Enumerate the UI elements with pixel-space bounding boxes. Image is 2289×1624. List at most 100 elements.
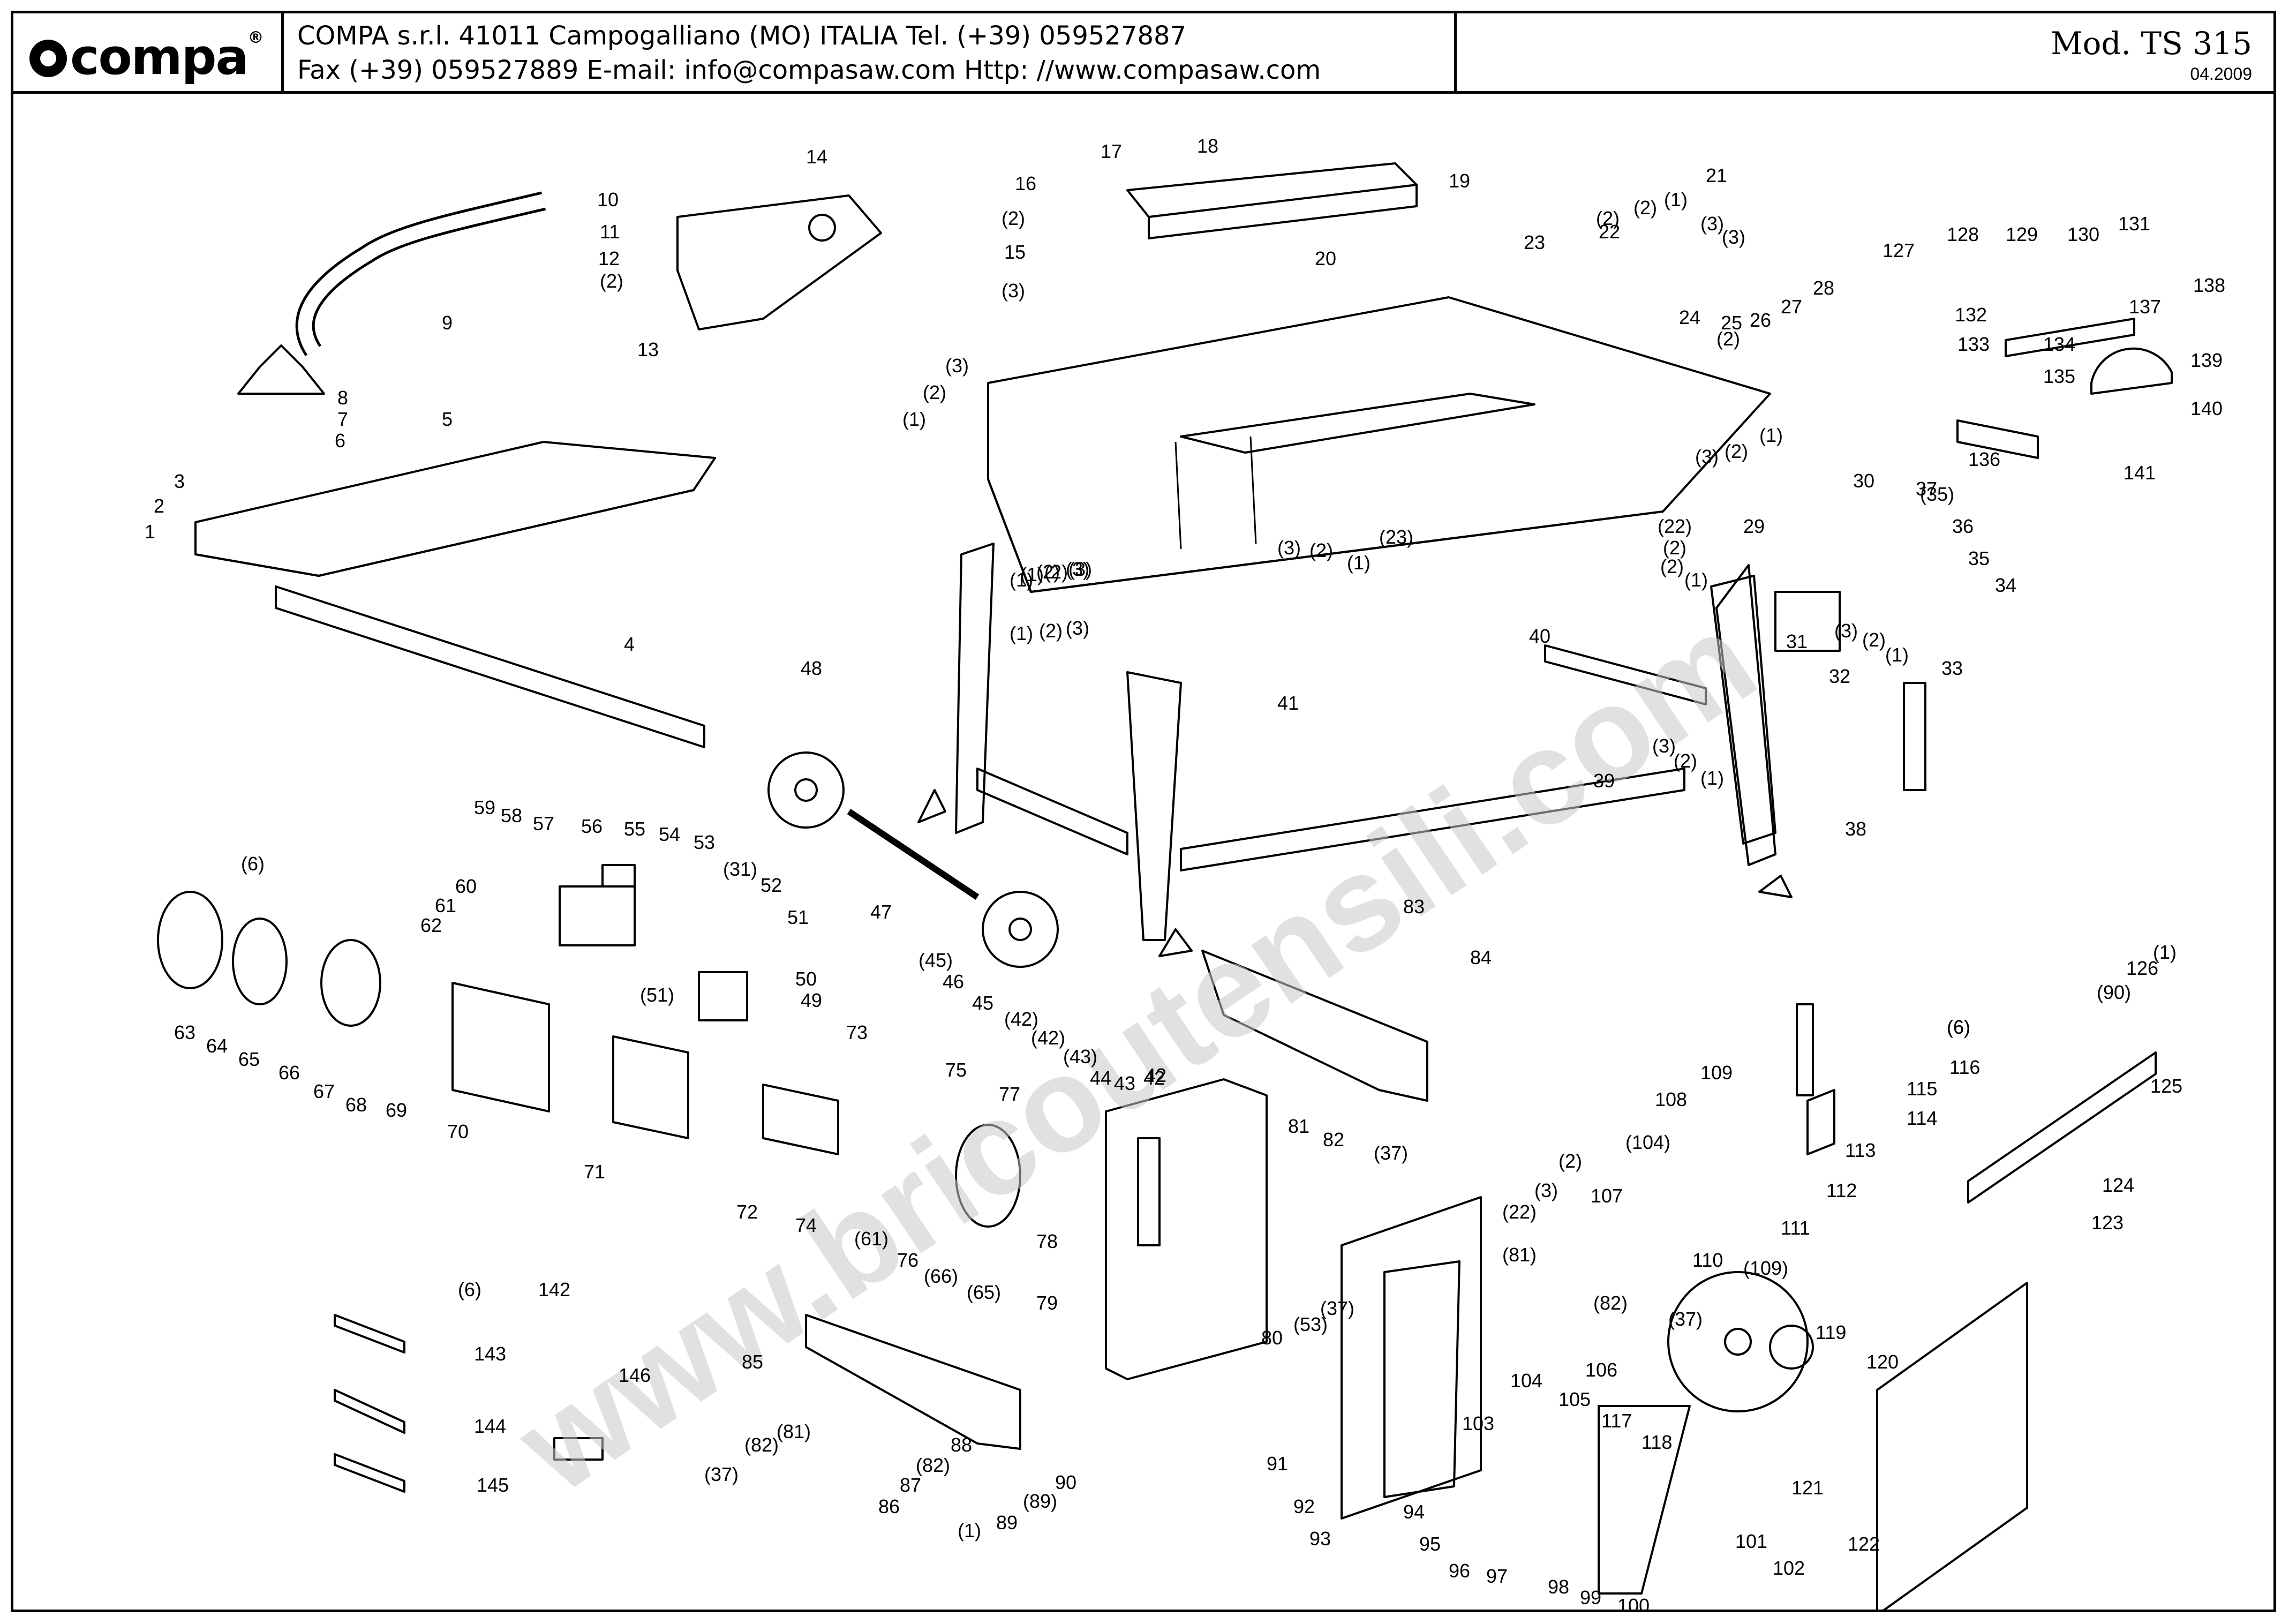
callout-65: 65 xyxy=(238,1048,260,1070)
callout-91: 91 xyxy=(1267,1453,1288,1475)
callout-2: (2) xyxy=(1596,207,1620,229)
callout-3: (3) xyxy=(1066,558,1089,580)
callout-143: 143 xyxy=(474,1343,506,1365)
callout-52: 52 xyxy=(761,874,782,896)
callout-28: 28 xyxy=(1813,277,1834,299)
callout-2: (2) xyxy=(1716,328,1740,350)
callout-84: 84 xyxy=(1470,946,1492,968)
callout-123: 123 xyxy=(2091,1212,2124,1234)
callout-3: (3) xyxy=(1722,226,1745,248)
callout-49: 49 xyxy=(801,989,822,1011)
callout-124: 124 xyxy=(2102,1174,2134,1196)
side-cross-rail xyxy=(976,768,1128,855)
company-contacts: Fax (+39) 059527889 E-mail: info@compasa… xyxy=(297,55,1321,85)
callout-1: (1) xyxy=(1664,189,1688,210)
model-name: Mod. TS 315 xyxy=(2051,25,2252,62)
callout-104: (104) xyxy=(1625,1131,1670,1153)
tilting-plate-rear xyxy=(1201,950,1428,1102)
callout-145: 145 xyxy=(477,1474,509,1496)
exploded-view-drawing: www.bricoutensili.com 123456789101112(2)… xyxy=(145,135,2225,1610)
callout-67: 67 xyxy=(313,1080,335,1102)
terminal-plate xyxy=(698,971,748,1021)
logo-cell: compa® xyxy=(13,13,284,91)
callout-1: (1) xyxy=(902,408,926,430)
callout-61: 61 xyxy=(435,894,456,916)
callout-25: 25 xyxy=(1721,312,1742,334)
callout-63: 63 xyxy=(174,1021,195,1043)
foot-cap-left xyxy=(917,789,946,823)
callout-81: 81 xyxy=(1288,1115,1309,1137)
callout-101: 101 xyxy=(1735,1530,1767,1552)
callout-89: (89) xyxy=(1023,1490,1057,1512)
cooling-fan xyxy=(232,918,288,1005)
foot-cap-center xyxy=(1158,928,1193,957)
callout-3: (3) xyxy=(1652,735,1676,757)
callout-64: 64 xyxy=(206,1035,228,1057)
callout-56: 56 xyxy=(581,815,603,837)
callout-22: 22 xyxy=(1599,221,1620,243)
callout-5: 5 xyxy=(442,408,453,430)
callout-3: (3) xyxy=(1700,213,1724,235)
callout-139: 139 xyxy=(2190,349,2223,371)
blade-cover-door xyxy=(1876,1282,2028,1610)
callout-14: 14 xyxy=(806,146,827,168)
callout-107: 107 xyxy=(1591,1185,1623,1207)
callout-125: 125 xyxy=(2150,1075,2182,1097)
mitre-angle-support xyxy=(1956,419,2039,459)
callout-112: 112 xyxy=(1826,1179,1857,1201)
callout-2: (2) xyxy=(1663,537,1686,559)
callout-2: (2) xyxy=(1044,561,1068,583)
switch-box xyxy=(1774,591,1841,652)
callout-41: 41 xyxy=(1277,692,1299,714)
callout-2: 2 xyxy=(154,495,164,517)
callout-45: 45 xyxy=(972,992,993,1014)
callout-87: 87 xyxy=(900,1474,921,1496)
callout-73: 73 xyxy=(846,1021,868,1043)
callout-81: (81) xyxy=(777,1420,811,1442)
callout-2: (2) xyxy=(1725,440,1748,462)
callout-47: 47 xyxy=(870,901,892,923)
capacitor xyxy=(601,864,636,888)
callout-1: (1) xyxy=(1020,563,1044,585)
callout-3: (3) xyxy=(1068,558,1092,580)
callout-98: 98 xyxy=(1548,1576,1569,1598)
callout-70: 70 xyxy=(447,1121,469,1142)
callout-6: 6 xyxy=(335,430,345,452)
callout-129: 129 xyxy=(2006,223,2038,245)
callout-35: 35 xyxy=(1968,547,1990,569)
callout-82: (82) xyxy=(744,1434,779,1456)
callout-51: 51 xyxy=(787,906,809,928)
logo-wordmark: compa xyxy=(70,28,249,86)
callout-31: (31) xyxy=(723,858,757,880)
callout-54: 54 xyxy=(659,823,680,845)
title-block: compa® COMPA s.r.l. 41011 Campogalliano … xyxy=(13,13,2273,94)
callout-108: 108 xyxy=(1655,1088,1687,1110)
transport-wheel-front xyxy=(982,891,1059,968)
callout-11: 11 xyxy=(600,221,620,243)
callout-2: (2) xyxy=(1674,750,1697,772)
callout-97: 97 xyxy=(1486,1565,1508,1587)
motor-housing xyxy=(451,982,550,1112)
callout-6: (6) xyxy=(1947,1016,1970,1038)
callout-6: (6) xyxy=(1947,1016,1970,1038)
callout-115: 115 xyxy=(1907,1078,1937,1100)
callout-38: 38 xyxy=(1845,818,1866,840)
callout-22: (22) xyxy=(1658,515,1692,537)
callout-62: 62 xyxy=(420,914,442,936)
riving-knife xyxy=(1598,1405,1691,1595)
motor-rotor xyxy=(762,1084,839,1155)
mitre-protractor xyxy=(2090,347,2173,395)
callout-17: 17 xyxy=(1101,140,1122,162)
callout-37: (37) xyxy=(704,1463,739,1485)
callout-60: 60 xyxy=(455,875,477,897)
callout-80: 80 xyxy=(1261,1327,1283,1349)
callout-2: (2) xyxy=(1309,539,1333,561)
callout-57: 57 xyxy=(533,813,554,834)
callout-126: 126 xyxy=(2126,957,2158,979)
callout-1: (1) xyxy=(1700,767,1724,789)
table-leg-front-center xyxy=(1126,671,1182,941)
callout-134: 134 xyxy=(2043,333,2075,355)
callout-132: 132 xyxy=(1955,304,1987,326)
callout-37: 37 xyxy=(1916,478,1937,500)
